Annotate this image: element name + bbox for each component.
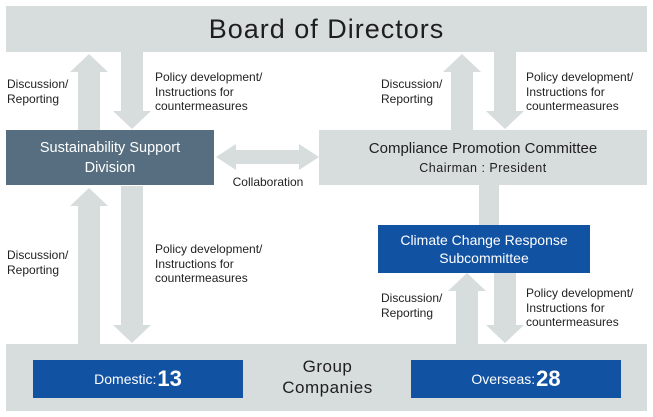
note-line: Instructions for bbox=[155, 84, 234, 99]
note-line: Discussion/ bbox=[381, 77, 443, 91]
note-discussion-left-bottom: Discussion/ Reporting bbox=[7, 248, 68, 277]
overseas-count-box: Overseas: 28 bbox=[411, 360, 621, 398]
domestic-count: 13 bbox=[157, 366, 182, 391]
note-line: Policy development/ bbox=[155, 242, 263, 256]
compliance-chairman: Chairman : President bbox=[419, 160, 547, 175]
note-policy-left-bottom: Policy development/ Instructions for cou… bbox=[155, 242, 262, 286]
note-line: Instructions for bbox=[526, 84, 605, 99]
note-line: Reporting bbox=[381, 305, 434, 320]
collaboration-label: Collaboration bbox=[232, 175, 304, 189]
connector-bar bbox=[479, 185, 499, 225]
climate-line2: Subcommittee bbox=[439, 250, 529, 266]
note-policy-left-top: Policy development/ Instructions for cou… bbox=[155, 70, 262, 114]
note-line: Instructions for bbox=[155, 256, 234, 271]
overseas-label: Overseas: bbox=[471, 371, 536, 387]
sustainability-support-division: Sustainability Support Division bbox=[6, 130, 214, 185]
note-line: countermeasures bbox=[155, 271, 248, 285]
group-line2: Companies bbox=[282, 378, 373, 397]
up-arrow-right-bottom bbox=[448, 273, 486, 344]
note-line: Discussion/ bbox=[7, 77, 69, 91]
note-line: Policy development/ bbox=[526, 70, 634, 84]
note-discussion-left-top: Discussion/ Reporting bbox=[7, 77, 68, 106]
overseas-count: 28 bbox=[536, 366, 561, 391]
down-arrow-right-top bbox=[486, 52, 524, 129]
sustainability-line1: Sustainability Support bbox=[39, 139, 181, 156]
note-line: Reporting bbox=[7, 91, 60, 106]
note-line: Discussion/ bbox=[381, 291, 443, 305]
up-arrow-right-top bbox=[443, 54, 481, 130]
collaboration-double-arrow bbox=[216, 144, 319, 170]
note-line: Policy development/ bbox=[155, 70, 263, 84]
climate-change-subcommittee: Climate Change Response Subcommittee bbox=[378, 225, 590, 273]
group-line1: Group bbox=[302, 357, 353, 376]
note-policy-right-bottom: Policy development/ Instructions for cou… bbox=[526, 286, 633, 330]
note-line: Instructions for bbox=[526, 300, 605, 315]
domestic-label: Domestic: bbox=[94, 371, 157, 387]
down-arrow-left-bottom bbox=[113, 186, 151, 343]
note-line: Reporting bbox=[7, 262, 60, 277]
compliance-promotion-committee: Compliance Promotion Committee Chairman … bbox=[319, 130, 647, 185]
sustainability-line2: Division bbox=[84, 159, 136, 176]
note-policy-right-top: Policy development/ Instructions for cou… bbox=[526, 70, 633, 114]
up-arrow-left-bottom bbox=[70, 188, 108, 344]
board-of-directors: Board of Directors bbox=[6, 6, 647, 52]
compliance-title: Compliance Promotion Committee bbox=[368, 139, 598, 157]
note-line: Reporting bbox=[381, 91, 434, 106]
domestic-count-box: Domestic: 13 bbox=[33, 360, 243, 398]
down-arrow-left-top bbox=[113, 52, 151, 129]
up-arrow-left-top bbox=[70, 54, 108, 130]
note-line: Policy development/ bbox=[526, 286, 634, 300]
board-title: Board of Directors bbox=[208, 13, 445, 44]
note-line: countermeasures bbox=[526, 99, 619, 113]
down-arrow-right-bottom bbox=[486, 273, 524, 343]
note-line: Discussion/ bbox=[7, 248, 69, 262]
climate-line1: Climate Change Response bbox=[400, 232, 568, 248]
note-discussion-right-bottom: Discussion/ Reporting bbox=[381, 291, 442, 320]
note-discussion-right-top: Discussion/ Reporting bbox=[381, 77, 442, 106]
note-line: countermeasures bbox=[155, 99, 248, 113]
note-line: countermeasures bbox=[526, 315, 619, 329]
group-companies-label: Group Companies bbox=[250, 356, 405, 398]
